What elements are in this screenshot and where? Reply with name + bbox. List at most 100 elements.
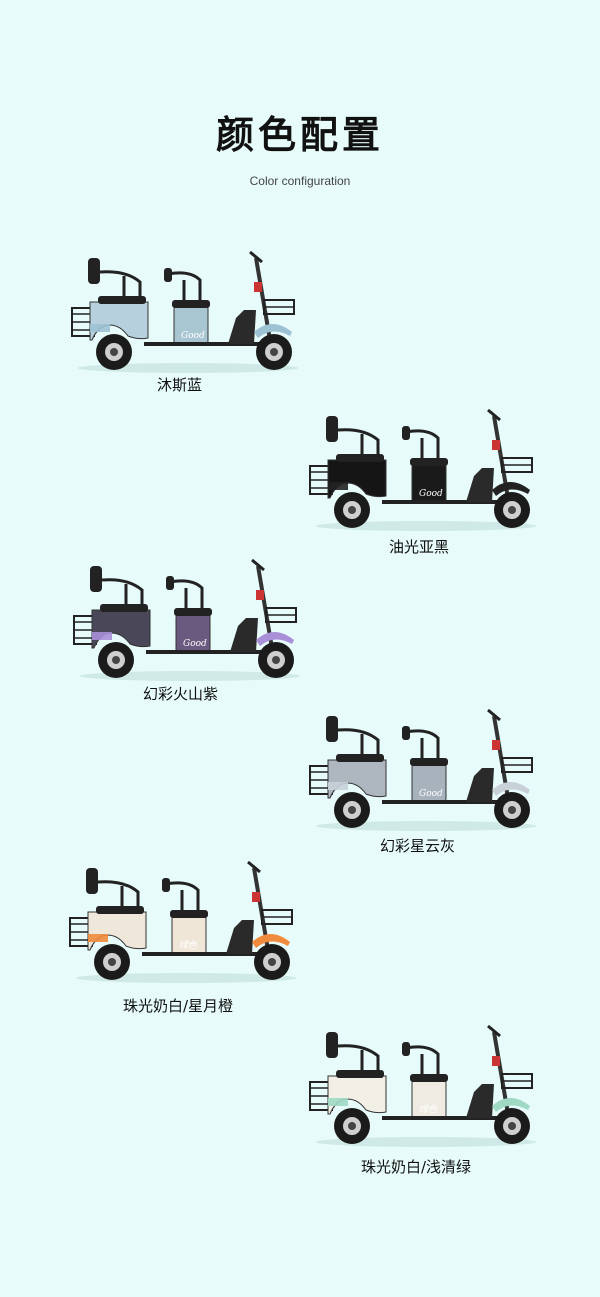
rear-axle	[112, 656, 120, 664]
front-axle	[272, 656, 280, 664]
front-floor	[466, 768, 494, 802]
headlight-band	[254, 282, 262, 292]
rear-backrest	[326, 416, 338, 442]
front-floor	[228, 310, 256, 344]
rear-armrest	[337, 728, 380, 754]
page-title: 颜色配置	[215, 113, 384, 157]
rear-axle	[348, 506, 356, 514]
variant-label-2: 油光亚黑	[389, 538, 450, 556]
box-logo: 绿色	[419, 1104, 438, 1115]
front-fender	[254, 324, 292, 338]
front-fender	[252, 934, 290, 948]
front-axle	[508, 806, 516, 814]
shadow	[80, 671, 300, 681]
variant-card-3: Good	[70, 548, 310, 708]
front-armrest	[405, 1045, 440, 1074]
rear-backrest	[90, 566, 102, 592]
front-seat	[174, 608, 212, 616]
front-axle	[508, 1122, 516, 1130]
front-armrest	[165, 881, 200, 910]
rear-axle	[348, 1122, 356, 1130]
rear-body	[87, 911, 147, 951]
front-fender	[492, 782, 530, 796]
front-seat	[410, 1074, 448, 1082]
variant-card-5: 绿色	[66, 850, 306, 1010]
variant-label-4: 幻彩星云灰	[380, 837, 456, 855]
front-axle	[268, 958, 276, 966]
rear-seat	[336, 454, 384, 462]
rear-backrest	[88, 258, 100, 284]
variant-label-1: 沐斯蓝	[157, 376, 203, 394]
tricycle-image: 绿色	[69, 860, 296, 983]
front-fender	[492, 1098, 530, 1112]
rear-seat	[336, 754, 384, 762]
tricycle-image: Good	[309, 708, 536, 831]
rear-seat	[98, 296, 146, 304]
front-floor	[226, 920, 254, 954]
front-armrest	[169, 579, 204, 608]
front-axle	[508, 506, 516, 514]
rear-body	[327, 759, 387, 799]
front-armrest	[405, 429, 440, 458]
box-logo: Good	[419, 789, 443, 799]
shadow	[76, 973, 296, 983]
rear-armrest	[97, 880, 140, 906]
front-backrest	[402, 426, 410, 440]
shadow	[78, 363, 298, 373]
rear-body	[91, 609, 151, 649]
front-backrest	[166, 576, 174, 590]
front-backrest	[164, 268, 172, 282]
rear-body	[327, 1075, 387, 1115]
rear-body	[89, 301, 149, 341]
headlight-band	[492, 740, 500, 750]
handlebar	[251, 558, 265, 572]
front-backrest	[162, 878, 170, 892]
headlight-band	[252, 892, 260, 902]
handlebar	[249, 250, 263, 264]
front-axle	[270, 348, 278, 356]
rear-backrest	[86, 868, 98, 894]
front-floor	[466, 468, 494, 502]
front-floor	[230, 618, 258, 652]
variant-label-6: 珠光奶白/浅清绿	[361, 1158, 472, 1176]
rear-accent	[328, 482, 348, 490]
variant-card-1: Good	[68, 240, 308, 400]
tricycle-image: Good	[71, 250, 298, 373]
box-logo: 绿色	[179, 940, 198, 951]
front-fender	[256, 632, 294, 646]
rear-accent	[328, 1098, 348, 1106]
front-seat	[170, 910, 208, 918]
rear-armrest	[101, 578, 144, 604]
front-armrest	[405, 729, 440, 758]
variant-card-2: Good	[306, 398, 546, 558]
rear-axle	[348, 806, 356, 814]
box-logo: Good	[181, 331, 205, 341]
shadow	[316, 821, 536, 831]
shadow	[316, 1137, 536, 1147]
box-logo: Good	[419, 489, 443, 499]
front-backrest	[402, 1042, 410, 1056]
front-armrest	[167, 271, 202, 300]
shadow	[316, 521, 536, 531]
handlebar	[487, 708, 501, 722]
headlight-band	[492, 1056, 500, 1066]
front-seat	[172, 300, 210, 308]
rear-seat	[100, 604, 148, 612]
rear-armrest	[99, 270, 142, 296]
rear-accent	[92, 632, 112, 640]
front-seat	[410, 758, 448, 766]
rear-seat	[336, 1070, 384, 1078]
handlebar	[247, 860, 261, 874]
variant-card-4: Good	[306, 698, 546, 858]
rear-axle	[110, 348, 118, 356]
headlight-band	[256, 590, 264, 600]
rear-backrest	[326, 1032, 338, 1058]
rear-accent	[328, 782, 348, 790]
rear-seat	[96, 906, 144, 914]
handlebar	[487, 1024, 501, 1038]
box-logo: Good	[183, 639, 207, 649]
rear-armrest	[337, 428, 380, 454]
rear-armrest	[337, 1044, 380, 1070]
variant-card-6: 绿色	[306, 1014, 546, 1174]
front-floor	[466, 1084, 494, 1118]
